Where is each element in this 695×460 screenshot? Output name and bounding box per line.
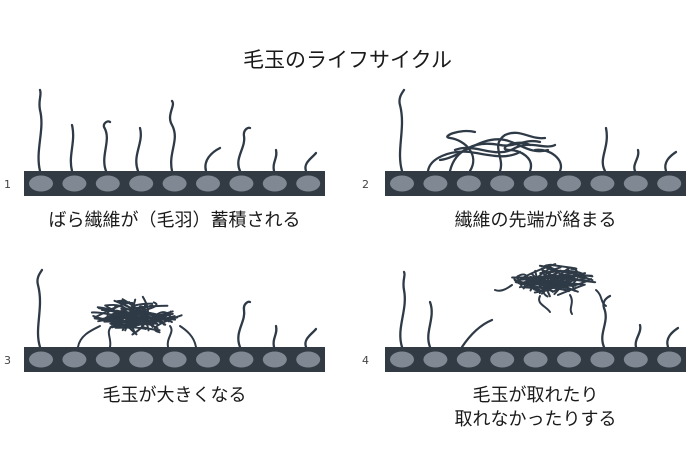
panel-2-caption: 繊維の先端が絡まる	[454, 210, 617, 231]
panel-2-illustration	[385, 88, 686, 196]
pill-fiber	[108, 301, 131, 312]
pill-fiber	[543, 263, 594, 278]
fabric-oval	[456, 175, 481, 192]
fabric-oval	[423, 175, 448, 192]
fabric-oval	[296, 175, 321, 192]
fabric-oval	[262, 351, 287, 368]
pill-fiber	[513, 278, 523, 289]
tangled-fibers-2	[398, 88, 678, 173]
fabric-oval	[590, 351, 615, 368]
pill-fiber	[125, 316, 171, 336]
fibers-4	[399, 270, 680, 349]
fabric-oval	[623, 175, 648, 192]
panel-3-caption: 毛玉が大きくなる	[102, 385, 247, 406]
fabric-oval	[229, 351, 254, 368]
fibers-3	[36, 268, 318, 349]
pill-fiber	[551, 264, 578, 270]
panel-3-illustration	[24, 268, 325, 372]
pill-fiber	[530, 273, 554, 293]
fabric-oval	[129, 175, 154, 192]
pill-anchor-fiber	[166, 325, 173, 348]
fabric-oval	[557, 351, 581, 368]
pill-fiber	[547, 269, 597, 284]
panel-1-number: 1	[4, 178, 11, 191]
fabric-oval	[229, 175, 254, 192]
pill-anchor-fiber	[538, 295, 551, 313]
pill-fiber	[519, 270, 578, 281]
fabric-ovals-4	[390, 351, 682, 368]
fabric-oval	[390, 175, 414, 192]
pill-fiber	[92, 298, 137, 321]
pill-fiber	[114, 307, 139, 329]
fabric-oval	[29, 175, 53, 192]
fabric-oval	[523, 351, 548, 368]
fabric-oval	[162, 351, 187, 368]
pill-anchor-fiber	[494, 284, 513, 292]
fabric-oval	[29, 351, 53, 368]
loose-fibers-1	[37, 88, 318, 173]
pill-anchor-fiber	[179, 325, 197, 348]
pill-anchor-fiber	[107, 325, 113, 348]
fabric-oval	[657, 175, 682, 192]
fabric-oval	[95, 175, 120, 192]
fabric-oval	[490, 175, 515, 192]
fabric-oval	[95, 351, 120, 368]
pill-fiber	[545, 283, 573, 292]
panel-4-illustration	[385, 263, 686, 372]
diagram-title: 毛玉のライフサイクル	[243, 48, 452, 72]
panel-1-caption: ばら繊維が（毛羽）蓄積される	[48, 210, 301, 231]
fabric-oval	[196, 351, 220, 368]
fabric-oval	[557, 175, 581, 192]
fabric-oval	[657, 351, 682, 368]
fabric-oval	[196, 175, 220, 192]
pill-fiber	[105, 304, 152, 325]
fabric-ovals-3	[29, 351, 321, 368]
fabric-ovals-2	[390, 175, 682, 192]
pill-fiber	[525, 281, 551, 298]
pill-fiber	[153, 314, 183, 334]
fabric-oval	[490, 351, 515, 368]
pill-anchor-fiber	[595, 289, 607, 307]
fabric-oval	[262, 175, 287, 192]
detached-pill-4	[494, 263, 607, 315]
panel-3-number: 3	[4, 354, 11, 367]
pill-fiber	[540, 280, 576, 295]
fabric-oval	[623, 351, 648, 368]
fabric-oval	[456, 351, 481, 368]
fabric-oval	[129, 351, 154, 368]
pill-anchor-fiber	[77, 325, 101, 348]
fabric-oval	[590, 175, 615, 192]
fabric-ovals-1	[29, 175, 321, 192]
panel-4-caption-line-1: 毛玉が取れたり	[472, 385, 599, 406]
pill-anchor-fiber	[569, 294, 573, 315]
fabric-oval	[523, 175, 548, 192]
growing-pill-3	[77, 295, 197, 348]
fabric-oval	[162, 175, 187, 192]
pill-fiber	[542, 272, 587, 298]
fabric-oval	[296, 351, 321, 368]
pill-fiber	[511, 264, 558, 279]
fabric-oval	[423, 351, 448, 368]
fabric-oval	[390, 351, 414, 368]
panel-4-number: 4	[362, 354, 369, 367]
panel-1-illustration	[24, 88, 325, 196]
pill-fiber	[102, 301, 158, 320]
fabric-oval	[62, 175, 87, 192]
pill-fiber	[121, 306, 167, 326]
pill-fiber	[123, 315, 176, 329]
panel-4-caption-line-2: 取れなかったりする	[454, 409, 617, 430]
fabric-oval	[62, 351, 87, 368]
panel-2-number: 2	[362, 178, 369, 191]
